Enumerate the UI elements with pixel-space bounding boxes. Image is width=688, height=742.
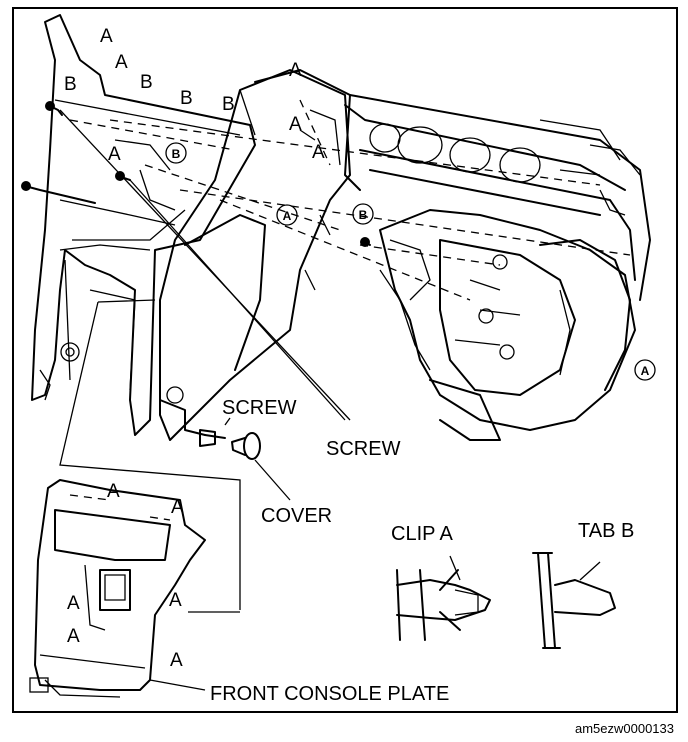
label-a: A	[67, 593, 80, 614]
label-a: A	[108, 144, 121, 165]
screw-leaders	[59, 109, 351, 501]
heater-unit	[379, 209, 636, 441]
tab-b-detail	[532, 552, 616, 649]
ref-b: B	[172, 147, 181, 161]
label-a: A	[115, 52, 128, 73]
label-a: A	[312, 142, 325, 163]
callout-labels: SCREW SCREW COVER CLIP A TAB B FRONT CON…	[210, 397, 634, 705]
front-console-plate	[29, 479, 206, 698]
ref-b: B	[359, 208, 368, 222]
label-b: B	[180, 88, 193, 109]
panel-screws	[21, 101, 371, 460]
label-a: A	[289, 60, 302, 81]
label-a: A	[67, 626, 80, 647]
diagram-border	[12, 7, 678, 713]
console-callout	[59, 299, 241, 613]
circled-references: B A B A	[165, 142, 656, 381]
screw-label: SCREW	[222, 397, 297, 419]
label-a: A	[171, 497, 184, 518]
label-a: A	[169, 590, 182, 611]
ref-a: A	[641, 364, 650, 378]
clip-a-detail	[396, 555, 491, 641]
label-a: A	[289, 114, 302, 135]
trim-panel	[159, 69, 351, 441]
label-a: A	[107, 481, 120, 502]
reference-code: am5ezw0000133	[575, 721, 674, 736]
dashboard-structure	[254, 69, 651, 301]
label-b: B	[222, 94, 235, 115]
side-panel	[31, 14, 256, 436]
letter-labels: A A B B B B A A A A A A A A A A	[64, 26, 325, 671]
cover-label: COVER	[261, 505, 332, 527]
front-console-plate-label: FRONT CONSOLE PLATE	[210, 683, 449, 705]
label-a: A	[100, 26, 113, 47]
label-b: B	[64, 74, 77, 95]
label-a: A	[170, 650, 183, 671]
clip-a-label: CLIP A	[391, 523, 454, 545]
alignment-lines	[109, 99, 631, 301]
ref-a: A	[283, 209, 292, 223]
screw-label: SCREW	[326, 438, 401, 460]
tab-b-label: TAB B	[578, 520, 634, 542]
label-b: B	[140, 72, 153, 93]
